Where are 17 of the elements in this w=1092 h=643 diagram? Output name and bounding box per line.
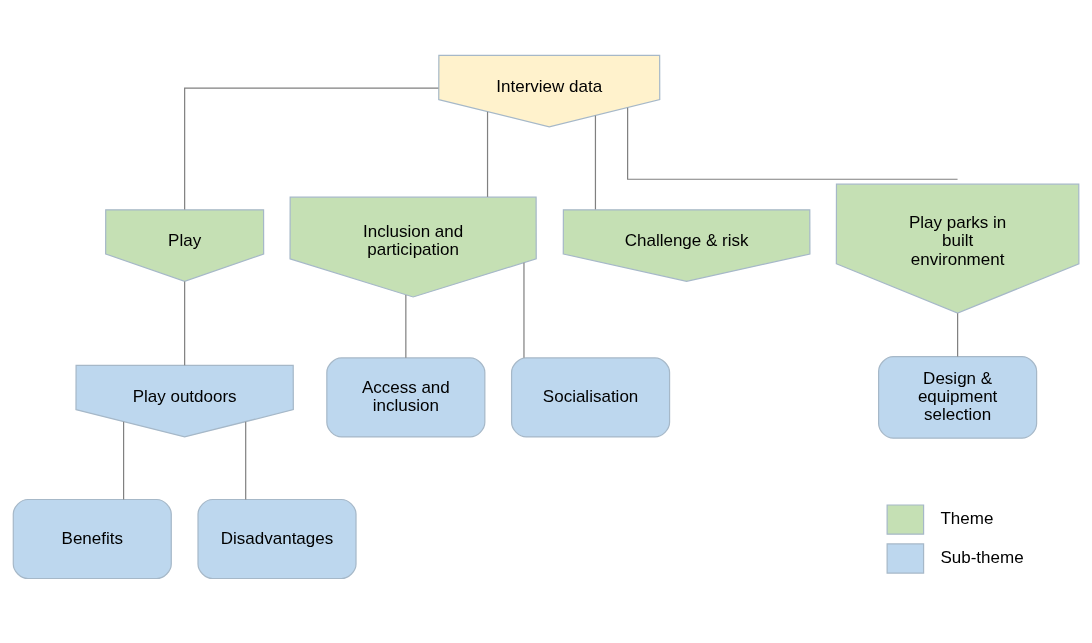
node-box: Benefits [12,498,172,579]
node-box: Access and inclusion [326,356,486,438]
node-box: Disadvantages [197,498,357,579]
connector [627,106,959,180]
connector [486,110,489,197]
node-box: Socialisation [510,356,671,438]
connector [523,261,525,358]
connector [957,312,959,357]
legend-label: Sub-theme [940,547,1024,567]
connector [184,280,186,366]
connector [184,87,439,210]
connector [594,114,597,210]
connector [123,420,125,500]
node-box: Design & equipment selection [878,355,1038,439]
legend-label: Theme [940,508,994,528]
connector [405,293,407,358]
connector [245,420,247,500]
